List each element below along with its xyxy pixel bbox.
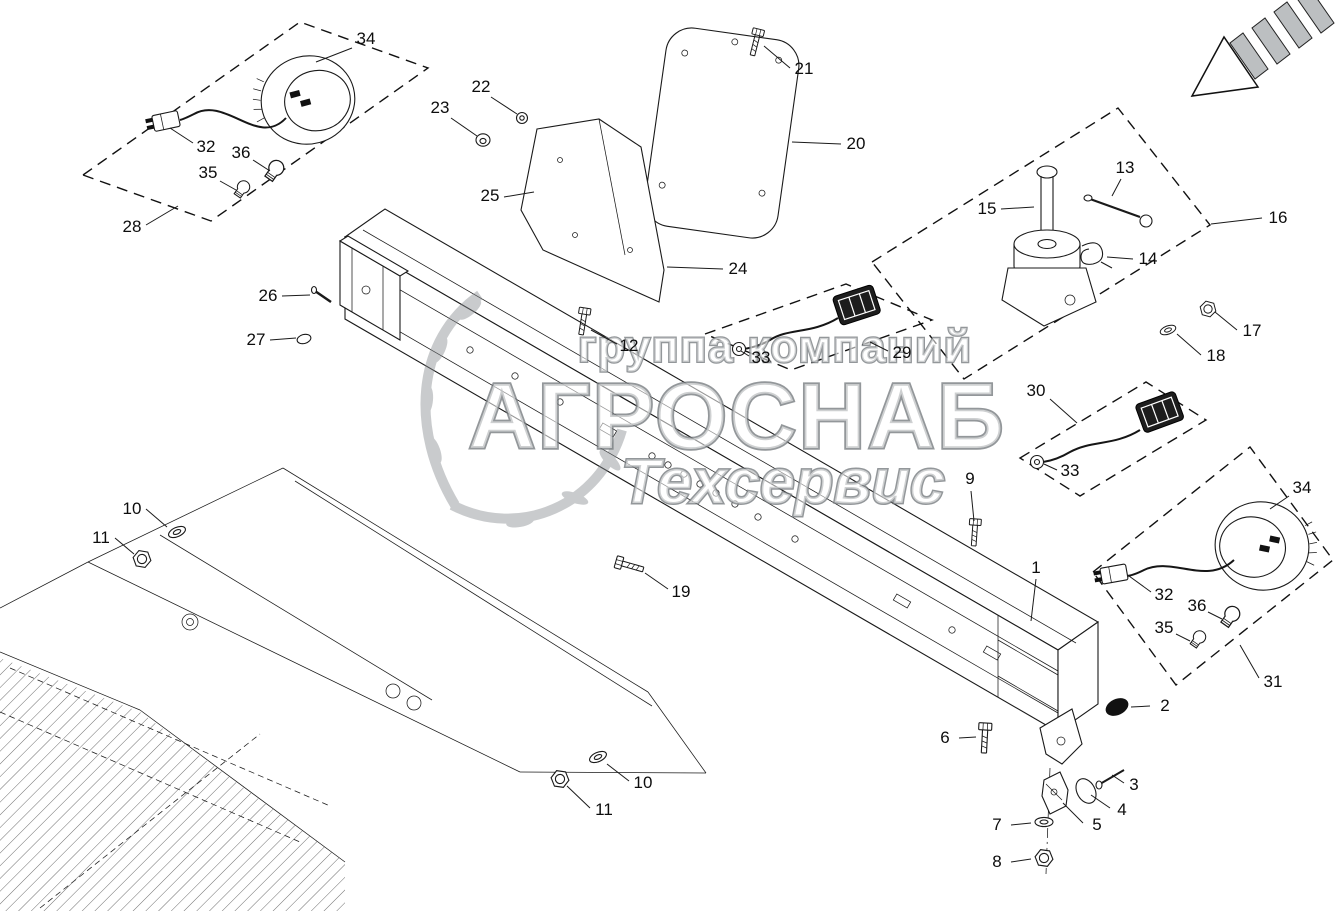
callout-leader-lines [114, 45, 1290, 863]
watermark-logo [420, 290, 627, 528]
callout-32-left: 32 [197, 137, 216, 156]
main-beam [338, 208, 1100, 765]
callout-11-left: 11 [92, 528, 110, 547]
callout-27: 27 [247, 330, 266, 349]
bottom-right-parts [976, 698, 1129, 875]
callout-6: 6 [940, 728, 949, 747]
callout-36-right: 36 [1188, 596, 1207, 615]
direction-arrow-icon [1190, 0, 1335, 97]
callout-3: 3 [1129, 775, 1138, 794]
beam-holes [466, 346, 1002, 661]
callout-labels: 34 32 36 35 28 22 23 21 20 25 24 26 27 1… [92, 29, 1311, 871]
lamp-group-box-29 [703, 283, 934, 371]
callout-5: 5 [1092, 815, 1101, 834]
callout-36-left: 36 [232, 143, 251, 162]
watermark-line3: Техсервис [621, 447, 945, 517]
washer-22 [515, 111, 529, 125]
callout-34-lamp-left: 34 [357, 29, 376, 48]
callout-25: 25 [481, 186, 500, 205]
watermark-line2: АГРОСНАБ [468, 364, 1005, 468]
callout-33-right: 33 [1061, 461, 1080, 480]
callout-23: 23 [431, 98, 450, 117]
cover-plate-group [475, 27, 800, 303]
callout-31: 31 [1264, 672, 1283, 691]
callout-12: 12 [620, 336, 639, 355]
callout-34-lamp-right: 34 [1293, 478, 1312, 497]
callout-30: 30 [1027, 381, 1046, 400]
watermark: группа компаний АГРОСНАБ Техсервис [420, 290, 1005, 528]
callout-22: 22 [472, 77, 491, 96]
callout-21: 21 [795, 59, 814, 78]
lamp-group-box-28 [81, 21, 430, 222]
callout-18: 18 [1207, 346, 1226, 365]
callout-32-right: 32 [1155, 585, 1174, 604]
callout-35-left: 35 [199, 163, 218, 182]
callout-9: 9 [965, 469, 974, 488]
ring-27 [296, 333, 312, 345]
callout-20: 20 [847, 134, 866, 153]
bracket-24 [520, 118, 665, 303]
ring-4 [1075, 778, 1097, 804]
callout-16: 16 [1269, 208, 1288, 227]
pin-3 [1095, 769, 1125, 790]
callout-19: 19 [672, 582, 691, 601]
nut-23 [475, 133, 491, 147]
watermark-line1: группа компаний [578, 321, 972, 372]
callout-26: 26 [259, 286, 278, 305]
hook-group-box-16 [870, 107, 1212, 380]
callout-2: 2 [1160, 696, 1169, 715]
callout-15: 15 [978, 199, 997, 218]
callout-11-bottom: 11 [595, 800, 613, 819]
callout-35-right: 35 [1155, 618, 1174, 637]
pin-26 [314, 289, 332, 304]
callout-10-left: 10 [123, 499, 142, 518]
callout-33-mid: 33 [752, 348, 771, 367]
beam-fasteners [131, 285, 982, 789]
clip-14 [1080, 242, 1113, 269]
callout-8: 8 [992, 852, 1001, 871]
callout-28: 28 [123, 217, 142, 236]
plug-2 [1105, 698, 1129, 716]
callout-14: 14 [1139, 249, 1158, 268]
callout-1: 1 [1031, 558, 1040, 577]
callout-7: 7 [992, 815, 1001, 834]
callout-4: 4 [1117, 800, 1126, 819]
callout-13: 13 [1116, 158, 1135, 177]
callout-29: 29 [893, 343, 912, 362]
hook-15 [1001, 165, 1097, 327]
lamp-group-box-30 [1018, 381, 1208, 497]
pin-13 [1083, 194, 1153, 228]
lamp-group-box-31 [1092, 445, 1334, 687]
washer-7 [1034, 816, 1054, 828]
callout-10-bottom: 10 [634, 773, 653, 792]
machine-frame [0, 467, 707, 911]
callout-24: 24 [729, 259, 748, 278]
callout-17: 17 [1243, 321, 1262, 340]
